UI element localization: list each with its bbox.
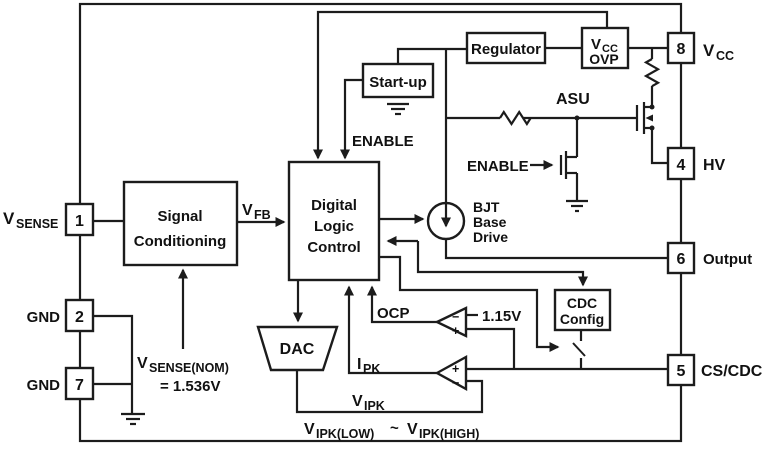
enable-fet-label: ENABLE <box>467 158 529 175</box>
vipk-range-v1: V <box>304 421 315 438</box>
vsense-nom-label-sub: SENSE(NOM) <box>149 361 229 375</box>
pin-6-box <box>666 241 696 275</box>
pin-8-box <box>666 31 696 65</box>
pin-7-box <box>64 366 95 401</box>
ipk-minus-sign: − <box>452 376 459 390</box>
regulator-block <box>465 31 547 65</box>
pin-4-box <box>666 146 696 181</box>
wire-startup-rail <box>396 47 467 64</box>
vfb-label-sub: FB <box>254 208 271 222</box>
ground-symbol-startup <box>387 102 409 116</box>
pin-8-number: 8 <box>677 41 686 58</box>
current-source-bjt-base-drive <box>426 201 466 241</box>
signal-conditioning-line1: Signal <box>157 208 202 225</box>
vipk-label-sub: IPK <box>364 399 385 413</box>
enable-mosfet <box>559 115 580 179</box>
pin-5-number: 5 <box>677 363 686 380</box>
bjt-line2: Base <box>473 214 507 230</box>
gnd2-label: GND <box>27 309 61 326</box>
ocp-plus-sign: + <box>452 324 459 338</box>
vccovp-label-sub: CC <box>602 43 618 55</box>
pin-7-number: 7 <box>75 377 84 394</box>
pin-6-number: 6 <box>677 251 686 268</box>
vccovp-label-v: V <box>591 36 601 53</box>
wire-ocp-out <box>367 285 437 324</box>
wire-source-pin4 <box>650 128 668 165</box>
ipk-plus-sign: + <box>452 362 459 376</box>
dac-block <box>256 325 339 372</box>
wire-ipk-out <box>344 285 437 375</box>
cdc-config-block <box>553 288 612 332</box>
wire-dlc-to-cdc <box>416 241 588 287</box>
ref-1v15-label: 1.15V <box>482 308 521 325</box>
wire-ovp-to-dlc <box>313 10 609 160</box>
vcc-pin-label-sub: CC <box>716 49 734 63</box>
signal-conditioning-line2: Conditioning <box>134 233 226 250</box>
vsense-pin-label: V <box>3 209 15 228</box>
ground-symbol-enablefet <box>566 199 588 213</box>
pin-2-box <box>64 298 95 333</box>
vfb-label: V <box>242 202 253 219</box>
asu-mosfet-body-arrow <box>645 114 653 122</box>
ocp-minus-sign: − <box>452 310 459 324</box>
resistor-vcc <box>643 58 661 88</box>
gnd7-label: GND <box>27 377 61 394</box>
wire-switch-control <box>379 255 560 352</box>
dac-label: DAC <box>280 341 315 358</box>
digital-logic-control-block <box>287 160 381 282</box>
ground-symbol-gndpins <box>121 412 145 426</box>
switch-blade <box>572 342 586 357</box>
vccovp-label-ovp: OVP <box>589 51 619 67</box>
pin-4-number: 4 <box>677 157 686 174</box>
pin-5-box <box>666 353 696 387</box>
dlc-line2: Logic <box>314 218 354 235</box>
vipk-range-s2: IPK(HIGH) <box>419 427 479 441</box>
startup-label: Start-up <box>369 74 427 91</box>
resistor-gate <box>499 109 532 127</box>
wire-startup-enable <box>340 78 363 160</box>
vipk-range-v2: V <box>407 421 418 438</box>
signal-conditioning-block <box>122 180 239 267</box>
wire-ocp-plus <box>466 327 516 369</box>
enable-logic-label: ENABLE <box>352 133 414 150</box>
output-pin-label: Output <box>703 251 752 268</box>
ipk-label: I <box>357 356 361 373</box>
ocp-comparator <box>434 306 468 338</box>
cdc-config-line2: Config <box>560 311 604 327</box>
wire-vipk <box>295 370 484 414</box>
dlc-line3: Control <box>307 239 360 256</box>
ipk-comparator <box>434 354 468 392</box>
vcc-ovp-block <box>580 26 630 70</box>
pin-2-number: 2 <box>75 309 84 326</box>
vipk-range-s1: IPK(LOW) <box>316 427 374 441</box>
wires <box>93 10 668 414</box>
regulator-label: Regulator <box>471 41 541 58</box>
hv-pin-label: HV <box>703 157 726 174</box>
cdc-config-line1: CDC <box>567 295 597 311</box>
vipk-range-tilde: ~ <box>390 420 399 437</box>
cscdc-pin-label: CS/CDC <box>701 363 763 380</box>
wire-gnd2 <box>93 314 134 414</box>
dlc-line1: Digital <box>311 197 357 214</box>
pin-1-number: 1 <box>75 213 84 230</box>
vipk-label: V <box>352 393 363 410</box>
asu-label: ASU <box>556 91 590 108</box>
pin-1-box <box>64 202 95 237</box>
bjt-line3: Drive <box>473 229 508 245</box>
vsense-nom-value: = 1.536V <box>160 378 220 395</box>
vsense-pin-label-sub: SENSE <box>16 217 58 231</box>
asu-mosfet <box>635 102 655 134</box>
vcc-pin-label: V <box>703 41 715 60</box>
wire-basedrive-output <box>444 239 668 260</box>
ocp-label: OCP <box>377 305 410 322</box>
ipk-label-sub: PK <box>363 362 380 376</box>
bjt-line1: BJT <box>473 199 500 215</box>
vsense-nom-label: V <box>137 355 148 372</box>
startup-block <box>361 62 435 99</box>
